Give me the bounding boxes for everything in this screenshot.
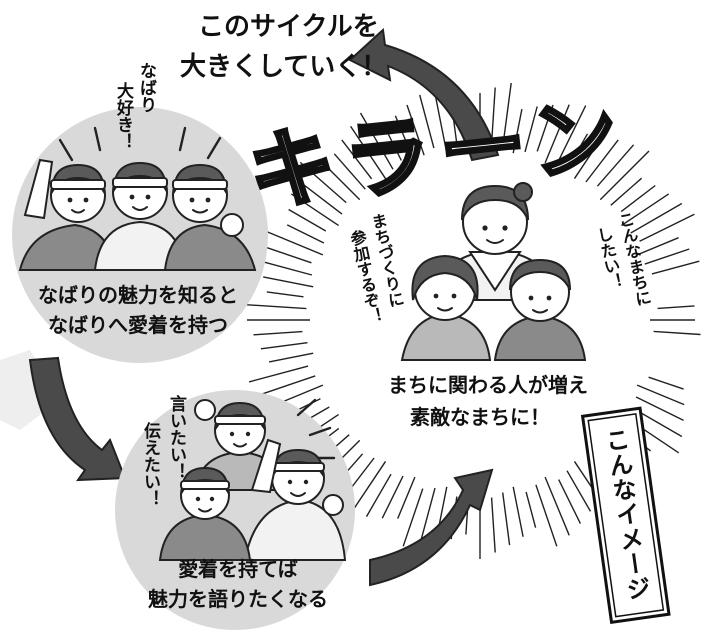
burst-line <box>566 470 592 512</box>
burst-line <box>397 476 416 519</box>
burst-line <box>381 475 404 519</box>
top-caption-line1: このサイクルを <box>198 12 379 42</box>
stage1-people <box>18 158 257 271</box>
burst-line <box>556 105 587 165</box>
stage3-circle <box>310 150 650 490</box>
burst-line <box>536 104 554 152</box>
burst-line <box>636 237 679 256</box>
burst-line <box>636 384 685 406</box>
cycle-arrow-top <box>348 27 500 162</box>
burst-line <box>394 115 416 164</box>
burst-line <box>639 213 695 242</box>
burst-line <box>259 244 312 264</box>
burst-line <box>535 484 558 547</box>
stage2-speech-2: 伝えたい！ <box>140 421 161 507</box>
burst-line <box>512 486 524 537</box>
burst-line <box>288 208 327 232</box>
burst-line <box>333 153 366 190</box>
burst-line <box>573 135 604 180</box>
burst-line <box>384 126 402 161</box>
burst-line <box>585 139 619 183</box>
stage1-speech-1: なばり <box>136 62 156 113</box>
burst-line <box>651 260 700 275</box>
stage3-caption-line2: 素敵なまちに！ <box>410 405 550 429</box>
burst-line <box>524 106 538 153</box>
stage1-caption-line2: なばりへ愛着を持つ <box>48 313 228 337</box>
burst-line <box>610 177 643 206</box>
burst-line <box>525 491 537 528</box>
burst-line <box>419 94 435 149</box>
cycle-arrow-bottom <box>369 468 494 587</box>
burst-line <box>294 177 343 215</box>
burst-line <box>544 476 570 536</box>
stage3-people <box>400 182 587 361</box>
burst-line <box>630 202 683 234</box>
top-caption-line2: 大きくしていく！ <box>180 52 387 82</box>
burst-line <box>512 108 523 154</box>
burst-line <box>568 133 589 167</box>
burst-line <box>599 150 650 201</box>
burst-line <box>241 303 307 310</box>
burst-line <box>402 488 424 547</box>
burst-line <box>299 161 347 204</box>
burst-line <box>653 330 701 336</box>
burst-line <box>365 473 392 517</box>
burst-line <box>286 224 325 244</box>
burst-line <box>596 144 635 187</box>
burst-line <box>290 193 340 227</box>
burst-line <box>253 330 303 336</box>
burst-line <box>644 248 690 265</box>
stage2-speech-1: 言いたい！ <box>166 394 187 480</box>
burst-line <box>657 305 695 310</box>
burst-line <box>341 139 373 180</box>
stage2-people <box>158 399 347 561</box>
burst-line <box>620 193 670 227</box>
burst-line <box>648 376 684 390</box>
burst-line <box>350 460 387 515</box>
stage2-caption-line2: 魅力を語りたくなる <box>148 587 328 611</box>
burst-line <box>263 276 314 288</box>
burst-line <box>490 497 496 553</box>
burst-line <box>268 352 314 363</box>
burst-line <box>260 342 308 350</box>
burst-line <box>260 260 313 276</box>
cycle-arrow-left <box>28 356 127 482</box>
burst-line <box>419 487 436 546</box>
stage1-caption-line1: なばりの魅力を知ると <box>38 283 238 307</box>
stage2-caption-line1: 愛着を持てば <box>178 557 298 581</box>
burst-line <box>350 125 387 180</box>
burst-line <box>635 396 684 422</box>
stage3-caption-line1: まちに関わる人が増え <box>388 373 588 397</box>
burst-line <box>327 167 361 201</box>
burst-line <box>558 479 582 524</box>
burst-line <box>502 82 512 144</box>
image-label-box: こんなイメージ <box>580 406 671 624</box>
burst-line <box>258 227 324 256</box>
burst-line <box>502 492 511 546</box>
burst-line <box>406 104 425 156</box>
burst-line <box>359 112 394 170</box>
stage1-speech-2: 大好き！ <box>113 81 135 150</box>
burst-line <box>544 104 570 164</box>
stage1-excite-lines <box>58 126 222 162</box>
burst-line <box>620 184 656 213</box>
burst-line <box>259 375 316 396</box>
burst-line <box>248 365 309 383</box>
burst-line <box>266 291 304 298</box>
